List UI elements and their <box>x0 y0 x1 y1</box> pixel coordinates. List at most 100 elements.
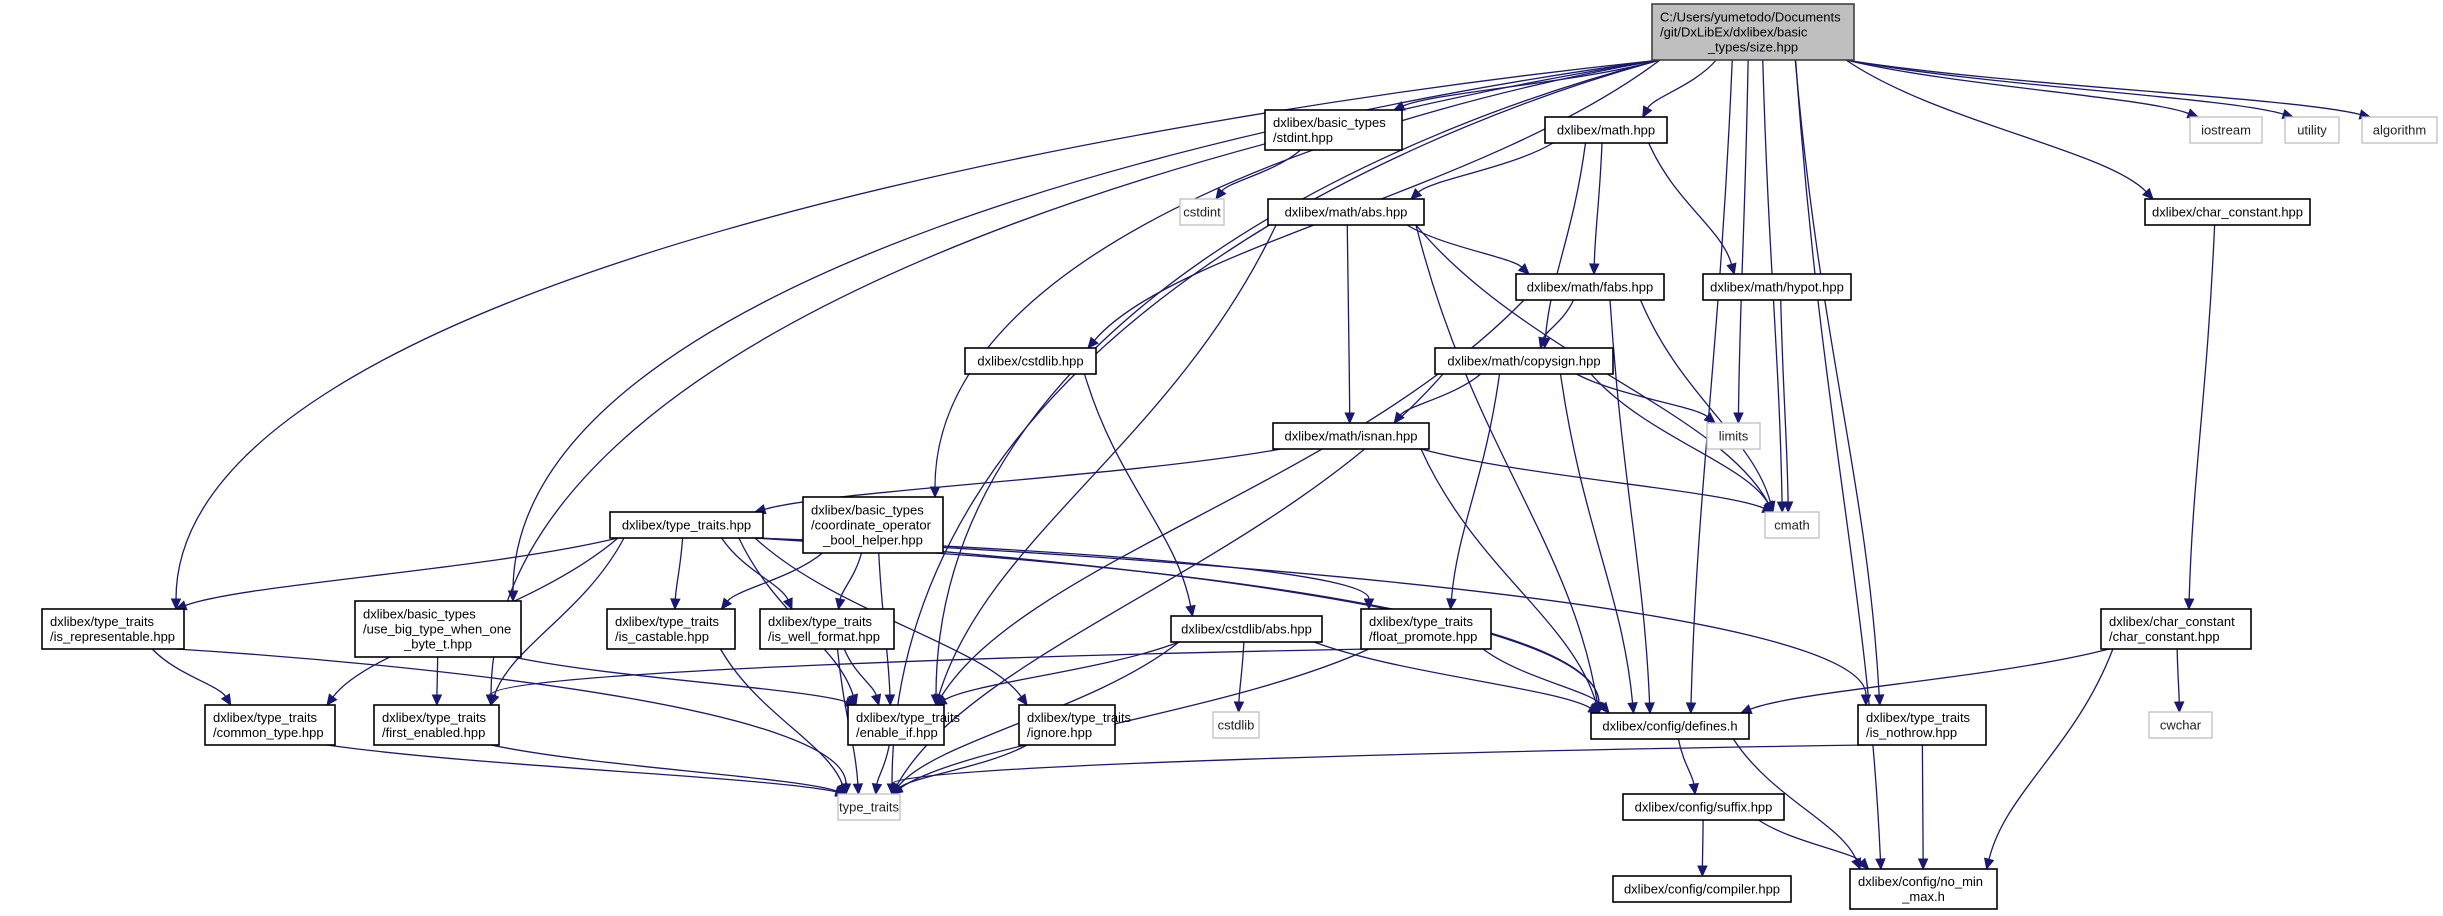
node-cstdint: cstdint <box>1179 198 1225 226</box>
edge-char_constant_hpp-to-char_constant_inner <box>2183 224 2216 611</box>
node-label: dxlibex/config/defines.h <box>1602 719 1737 734</box>
arrowhead-icon <box>884 694 896 707</box>
node-limits: limits <box>1706 422 1761 450</box>
arrowhead-icon <box>782 597 793 611</box>
edge-line <box>1780 299 1789 503</box>
node-type-traits-hpp[interactable]: dxlibex/type_traits.hpp <box>609 511 764 539</box>
edge-root-to-algorithm <box>1845 59 2372 120</box>
node-is-castable[interactable]: dxlibex/type_traits/is_castable.hpp <box>606 608 736 650</box>
node-no-min-max[interactable]: dxlibex/config/no_min_max.h <box>1849 868 1998 910</box>
node-first-enabled[interactable]: dxlibex/type_traits/first_enabled.hpp <box>373 704 500 746</box>
edge-line <box>185 537 619 607</box>
nodes-layer: C:/Users/yumetodo/Documents/git/DxLibEx/… <box>41 3 2438 910</box>
node-box <box>1515 273 1665 301</box>
edge-line <box>1647 59 1717 109</box>
edge-root-to-iostream <box>1845 59 2200 119</box>
node-common-type[interactable]: dxlibex/type_traits/common_type.hpp <box>204 704 336 746</box>
node-box <box>606 608 736 650</box>
node-suffix-hpp[interactable]: dxlibex/config/suffix.hpp <box>1622 793 1785 821</box>
edge-line <box>1690 59 1733 704</box>
node-ignore[interactable]: dxlibex/type_traits/ignore.hpp <box>1018 704 1132 746</box>
node-char-constant-inner[interactable]: dxlibex/char_constant/char_constant.hpp <box>2100 608 2252 650</box>
arrowhead-icon <box>720 597 733 610</box>
edge-math_copysign-to-defines_h <box>1559 373 1638 715</box>
edge-is_representable-to-common_type <box>151 648 232 707</box>
node-box <box>1857 704 1987 746</box>
arrowhead-icon <box>2183 598 2195 611</box>
node-box <box>1434 347 1614 375</box>
node-is-well-format[interactable]: dxlibex/type_traits/is_well_format.hpp <box>759 608 895 650</box>
edge-type_traits_hpp-to-is_nothrow <box>754 537 1872 707</box>
node-label: _bool_helper.hpp <box>822 533 923 548</box>
node-use-big-type[interactable]: dxlibex/basic_types/use_big_type_when_on… <box>354 600 522 658</box>
node-char-constant-hpp[interactable]: dxlibex/char_constant.hpp <box>2144 198 2311 226</box>
node-label: /is_castable.hpp <box>615 629 709 644</box>
node-label: dxlibex/config/no_min <box>1858 874 1983 889</box>
edge-math_isnan-to-cmath <box>1420 448 1775 513</box>
node-math-fabs[interactable]: dxlibex/math/fabs.hpp <box>1515 273 1665 301</box>
edge-root-to-defines_h <box>1685 59 1733 715</box>
node-algorithm: algorithm <box>2361 116 2438 144</box>
node-defines-h[interactable]: dxlibex/config/defines.h <box>1590 712 1750 740</box>
node-label: /is_well_format.hpp <box>768 629 880 644</box>
edge-math_hypot-to-cmath <box>1780 299 1794 514</box>
node-label: dxlibex/math/abs.hpp <box>1285 205 1408 220</box>
node-cstdlib-abs[interactable]: dxlibex/cstdlib/abs.hpp <box>1170 615 1323 643</box>
node-label: /is_representable.hpp <box>50 629 175 644</box>
arrowhead-icon <box>1598 701 1610 714</box>
arrowhead-icon <box>1589 263 1600 276</box>
node-label: /common_type.hpp <box>213 725 324 740</box>
node-math-hypot[interactable]: dxlibex/math/hypot.hpp <box>1702 273 1852 301</box>
node-label: dxlibex/type_traits <box>1866 710 1971 725</box>
edge-line <box>490 648 1370 696</box>
node-math-isnan[interactable]: dxlibex/math/isnan.hpp <box>1272 422 1430 450</box>
arrowhead-icon <box>431 694 443 707</box>
node-cstdlib-hpp[interactable]: dxlibex/cstdlib.hpp <box>964 347 1097 375</box>
node-root[interactable]: C:/Users/yumetodo/Documents/git/DxLibEx/… <box>1651 3 1855 61</box>
node-is-representable[interactable]: dxlibex/type_traits/is_representable.hpp <box>41 608 185 650</box>
edge-line <box>2188 224 2216 600</box>
edge-is_well_format-to-enable_if <box>843 648 882 707</box>
edge-line <box>1417 142 1554 193</box>
node-math-copysign[interactable]: dxlibex/math/copysign.hpp <box>1434 347 1614 375</box>
node-math-hpp[interactable]: dxlibex/math.hpp <box>1544 116 1668 144</box>
edge-use_big_type-to-enable_if <box>512 656 858 707</box>
node-utility: utility <box>2284 116 2340 144</box>
node-cwchar: cwchar <box>2148 711 2213 739</box>
node-math-abs[interactable]: dxlibex/math/abs.hpp <box>1267 198 1425 226</box>
node-label: dxlibex/cstdlib.hpp <box>977 354 1083 369</box>
node-float-promote[interactable]: dxlibex/type_traits/float_promote.hpp <box>1360 608 1492 650</box>
edge-line <box>899 744 1028 789</box>
node-compiler-hpp[interactable]: dxlibex/config/compiler.hpp <box>1612 875 1792 903</box>
edge-line <box>891 744 1867 785</box>
edge-line <box>674 537 684 600</box>
edge-coord_op-to-is_castable <box>720 552 823 610</box>
arrowhead-icon <box>670 598 681 611</box>
arrowhead-icon <box>886 783 898 796</box>
node-label: _byte_t.hpp <box>403 637 472 652</box>
edge-line <box>1677 738 1695 785</box>
node-box <box>2189 116 2263 144</box>
node-box <box>802 496 944 554</box>
node-stdint-hpp[interactable]: dxlibex/basic_types/stdint.hpp <box>1264 109 1403 151</box>
node-box <box>2144 198 2311 226</box>
node-is-nothrow[interactable]: dxlibex/type_traits/is_nothrow.hpp <box>1857 704 1987 746</box>
arrowhead-icon <box>2173 701 2185 714</box>
node-label: limits <box>1719 429 1749 444</box>
edge-type_traits_hpp-to-is_representable <box>174 537 619 611</box>
node-label: /is_nothrow.hpp <box>1866 725 1957 740</box>
node-enable-if[interactable]: dxlibex/type_traits/enable_if.hpp <box>847 704 961 746</box>
node-box <box>1849 868 1998 910</box>
node-box <box>41 608 185 650</box>
node-box <box>1590 712 1750 740</box>
edge-char_constant_inner-to-cwchar <box>2173 648 2185 714</box>
arrowhead-icon <box>485 694 497 707</box>
edge-line <box>934 59 1661 488</box>
edge-line <box>754 537 1867 696</box>
node-label: dxlibex/basic_types <box>811 503 924 518</box>
node-coord-op[interactable]: dxlibex/basic_types/coordinate_operator_… <box>802 496 944 554</box>
node-box <box>1272 422 1430 450</box>
edge-type_traits_hpp-to-ignore <box>754 537 1028 706</box>
node-box <box>1702 273 1852 301</box>
